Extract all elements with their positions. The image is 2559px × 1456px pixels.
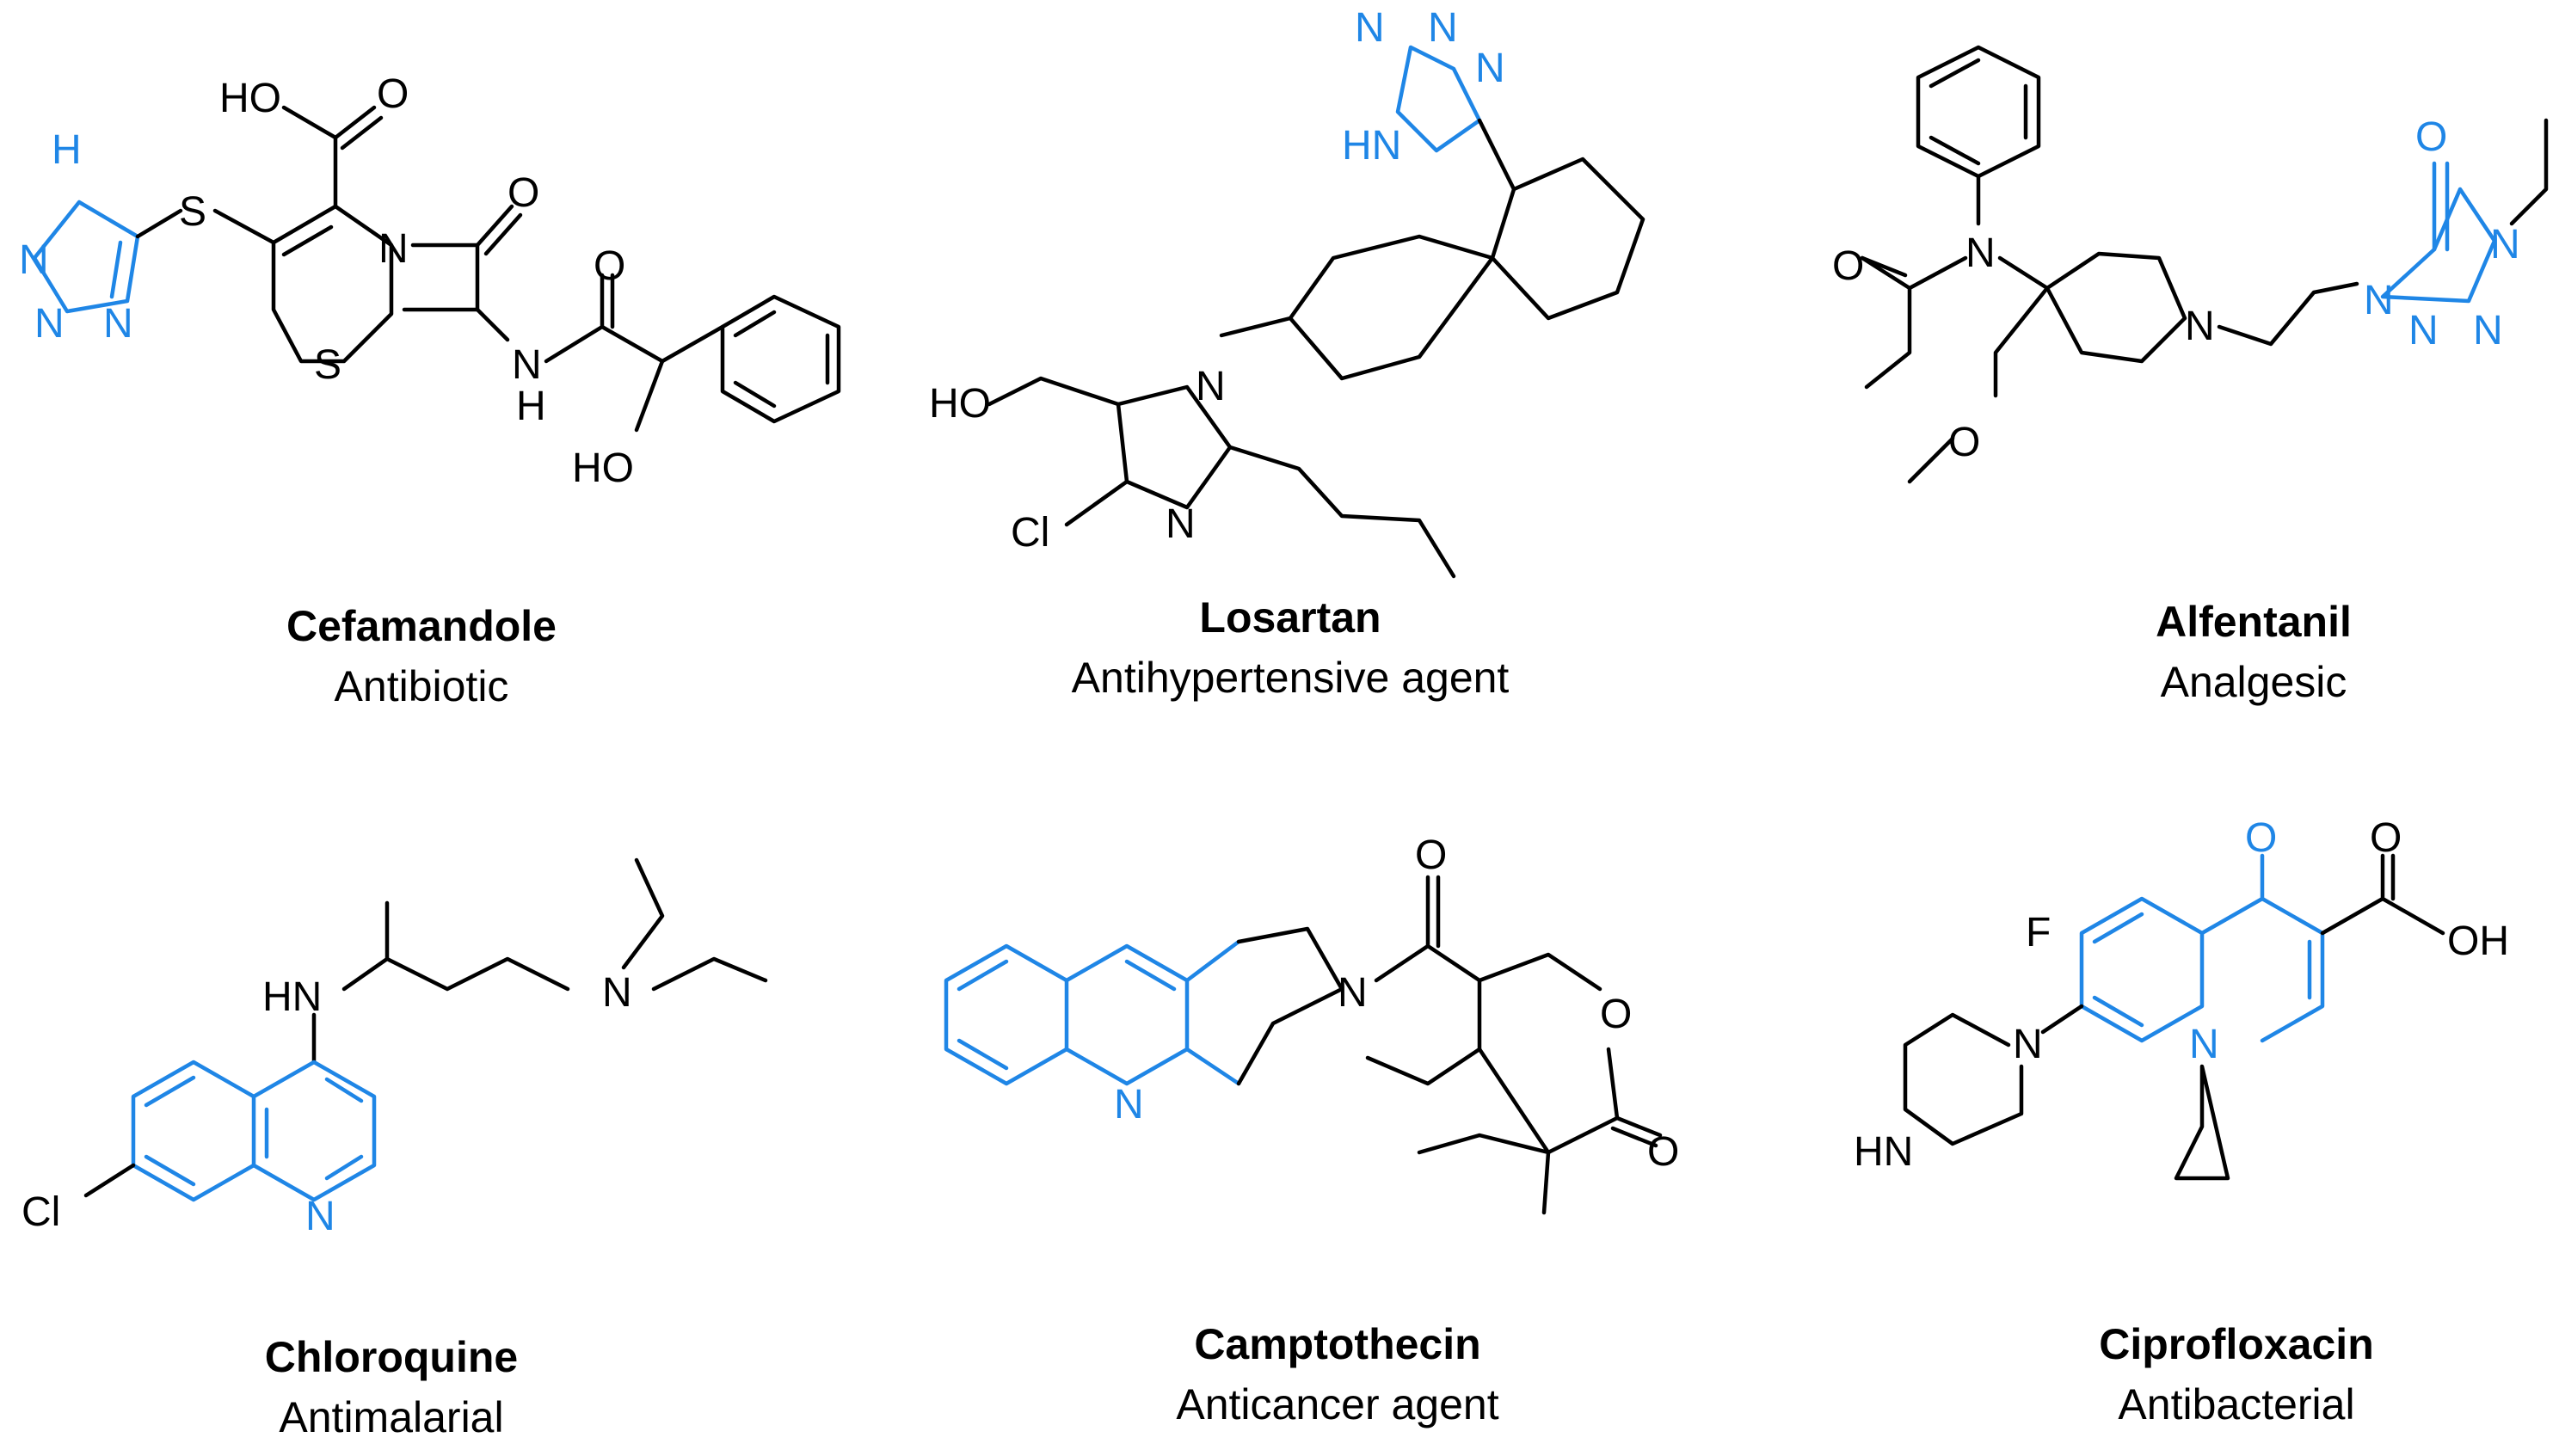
atom-HN: HN — [262, 974, 322, 1020]
cefamandole-structure: H N N N S HO O N O S N H O HO — [19, 71, 841, 491]
atom-N: N — [19, 237, 49, 283]
losartan-use: Antihypertensive agent — [1072, 654, 1510, 702]
atom-N: N — [103, 301, 133, 347]
losartan-structure: N N N HN N N HO Cl — [929, 5, 1646, 579]
atom-N: N — [512, 342, 542, 388]
atom-HO: HO — [219, 76, 281, 121]
chloroquine-use: Antimalarial — [279, 1393, 503, 1441]
atom-Cl: Cl — [22, 1189, 60, 1235]
atom-N: N — [34, 301, 65, 347]
atom-O: O — [594, 243, 625, 289]
atom-N: N — [2490, 222, 2520, 267]
atom-N: N — [1965, 230, 1996, 276]
atom-N: N — [1475, 46, 1505, 91]
alfentanil-structure: N O N O N O N N N — [1832, 45, 2549, 484]
camptothecin-use: Anticancer agent — [1176, 1380, 1498, 1428]
atom-N: N — [1355, 5, 1385, 51]
atom-S: S — [314, 342, 341, 388]
ciprofloxacin-structure: F O N O OH N HN — [1854, 815, 2509, 1181]
losartan-tetrazole: N N N HN — [1342, 5, 1505, 169]
ciprofloxacin-quinolone: O N — [2079, 815, 2325, 1067]
camptothecin-name: Camptothecin — [1194, 1320, 1480, 1368]
atom-F: F — [2026, 910, 2051, 955]
atom-N: N — [1428, 5, 1458, 51]
atom-OH: OH — [2447, 918, 2509, 964]
atom-O: O — [377, 71, 409, 117]
atom-N: N — [378, 226, 409, 272]
cefamandole-tetrazole: H N N N — [19, 127, 140, 347]
atom-O: O — [1832, 243, 1864, 289]
atom-O: O — [1948, 420, 1980, 465]
atom-H: H — [516, 384, 546, 429]
atom-O: O — [2245, 815, 2277, 861]
atom-O: O — [507, 170, 539, 216]
atom-N: N — [1196, 364, 1226, 409]
cefamandole-use: Antibiotic — [335, 662, 509, 710]
ciprofloxacin-use: Antibacterial — [2118, 1380, 2354, 1428]
camptothecin-quinoline: N — [944, 939, 1241, 1127]
chloroquine-quinoline: N — [131, 1060, 377, 1239]
chloroquine-structure: HN N N Cl — [22, 857, 768, 1239]
atom-N: N — [1114, 1082, 1144, 1127]
atom-N: N — [2185, 304, 2215, 349]
ciprofloxacin-name: Ciprofloxacin — [2099, 1320, 2373, 1368]
atom-N: N — [1338, 970, 1368, 1016]
atom-O: O — [1600, 992, 1632, 1037]
cefamandole-name: Cefamandole — [286, 602, 557, 650]
atom-N: N — [2473, 308, 2503, 353]
losartan-name: Losartan — [1199, 593, 1381, 642]
atom-N: N — [305, 1194, 335, 1239]
atom-O: O — [2415, 114, 2447, 160]
alfentanil-tetrazolone: N O N N N — [2364, 114, 2520, 353]
atom-N: N — [1166, 501, 1196, 547]
atom-O: O — [1415, 832, 1447, 878]
atom-HO: HO — [572, 445, 634, 491]
atom-HN: HN — [1854, 1129, 1913, 1175]
alfentanil-use: Analgesic — [2161, 658, 2347, 706]
atom-N: N — [2189, 1022, 2219, 1067]
atom-HN: HN — [1342, 123, 1401, 169]
atom-S: S — [179, 189, 206, 235]
atom-N: N — [602, 970, 632, 1016]
atom-Cl: Cl — [1011, 510, 1049, 556]
atom-N: N — [2364, 278, 2394, 323]
alfentanil-name: Alfentanil — [2156, 598, 2352, 646]
atom-H: H — [52, 127, 82, 173]
atom-N: N — [2408, 308, 2439, 353]
atom-O: O — [1647, 1129, 1679, 1175]
atom-O: O — [2370, 815, 2402, 861]
chloroquine-name: Chloroquine — [265, 1333, 518, 1381]
camptothecin-structure: N N O O O — [944, 832, 1679, 1215]
atom-HO: HO — [929, 381, 991, 427]
atom-N: N — [2013, 1022, 2043, 1067]
